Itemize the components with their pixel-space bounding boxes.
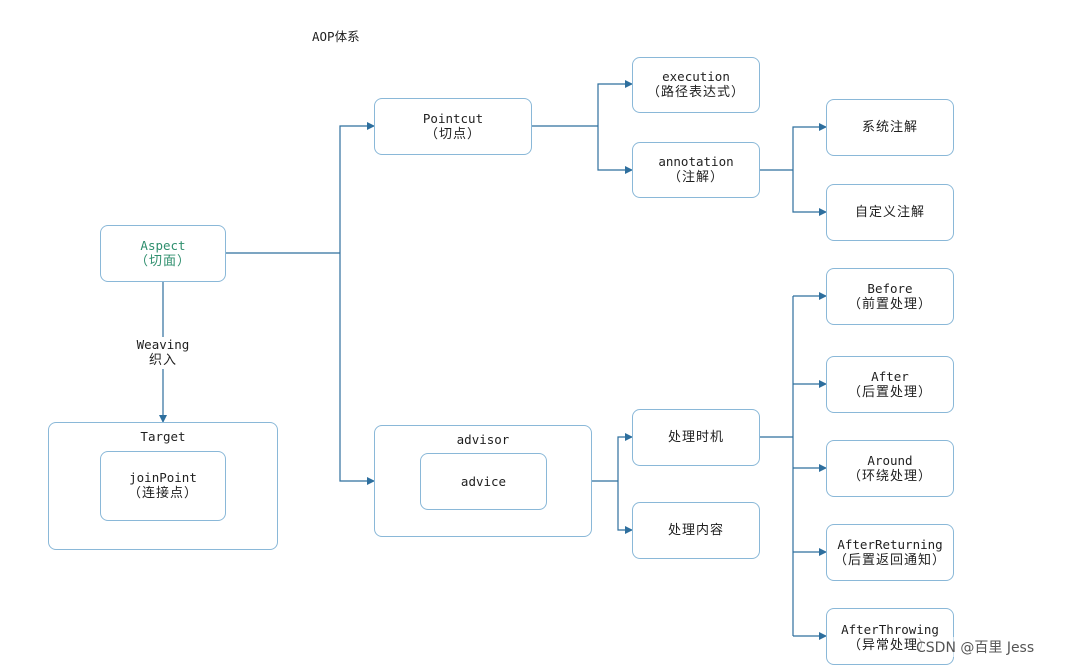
around-node[interactable]: Around （环绕处理） — [826, 440, 954, 497]
pointcut-sublabel: （切点） — [424, 126, 481, 142]
pointcut-node[interactable]: Pointcut （切点） — [374, 98, 532, 155]
aspect-label: Aspect — [140, 237, 186, 253]
advisor-label: advisor — [456, 432, 510, 447]
before-node[interactable]: Before （前置处理） — [826, 268, 954, 325]
advice-label: advice — [460, 473, 507, 489]
before-label: Before — [867, 280, 913, 296]
after-throwing-label: AfterThrowing — [841, 622, 939, 637]
execution-node[interactable]: execution （路径表达式） — [632, 57, 760, 113]
edge-annotation-to-system — [792, 123, 827, 170]
after-returning-node[interactable]: AfterReturning （后置返回通知） — [826, 524, 954, 581]
joinpoint-sublabel: （连接点） — [127, 486, 198, 501]
after-label: After — [871, 368, 909, 384]
edge-pointcut-to-execution — [597, 80, 633, 126]
around-sublabel: （环绕处理） — [847, 468, 932, 484]
diagram-title: AOP体系 — [312, 29, 360, 44]
weaving-label: Weaving 织入 — [132, 337, 194, 369]
content-node[interactable]: 处理内容 — [632, 502, 760, 559]
weaving-label-en: Weaving — [136, 337, 190, 352]
execution-sublabel: （路径表达式） — [646, 85, 745, 100]
edge-advisor-to-timing — [617, 433, 633, 481]
aspect-sublabel: （切面） — [134, 253, 191, 269]
execution-label: execution — [662, 69, 730, 84]
joinpoint-label: joinPoint — [129, 470, 197, 485]
around-label: Around — [867, 452, 913, 468]
custom-annotation-node[interactable]: 自定义注解 — [826, 184, 954, 241]
aspect-node[interactable]: Aspect （切面） — [100, 225, 226, 282]
system-annotation-node[interactable]: 系统注解 — [826, 99, 954, 156]
pointcut-label: Pointcut — [422, 110, 484, 126]
edge-aspect-to-pointcut — [339, 122, 375, 253]
annotation-sublabel: （注解） — [667, 170, 724, 185]
advice-node[interactable]: advice — [420, 453, 547, 510]
timing-node[interactable]: 处理时机 — [632, 409, 760, 466]
after-returning-sublabel: （后置返回通知） — [833, 552, 946, 568]
after-returning-label: AfterReturning — [837, 536, 943, 552]
system-annotation-label: 系统注解 — [861, 119, 918, 135]
annotation-label: annotation — [658, 154, 734, 169]
content-label: 处理内容 — [667, 522, 724, 538]
edge-annotation-to-custom — [792, 170, 827, 216]
joinpoint-node[interactable]: joinPoint （连接点） — [100, 451, 226, 521]
edge-advisor-to-content — [617, 481, 633, 534]
after-sublabel: （后置处理） — [847, 384, 932, 400]
weaving-label-cn: 织入 — [148, 353, 177, 368]
annotation-node[interactable]: annotation （注解） — [632, 142, 760, 198]
after-node[interactable]: After （后置处理） — [826, 356, 954, 413]
edge-aspect-to-advisor — [339, 253, 375, 485]
timing-label: 处理时机 — [667, 429, 724, 445]
edge-pointcut-to-annotation — [597, 126, 633, 174]
target-label: Target — [140, 429, 186, 444]
before-sublabel: （前置处理） — [847, 296, 932, 312]
after-throwing-sublabel: （异常处理） — [847, 638, 932, 653]
custom-annotation-label: 自定义注解 — [854, 204, 925, 220]
watermark: CSDN @百里 Jess — [916, 637, 1035, 657]
